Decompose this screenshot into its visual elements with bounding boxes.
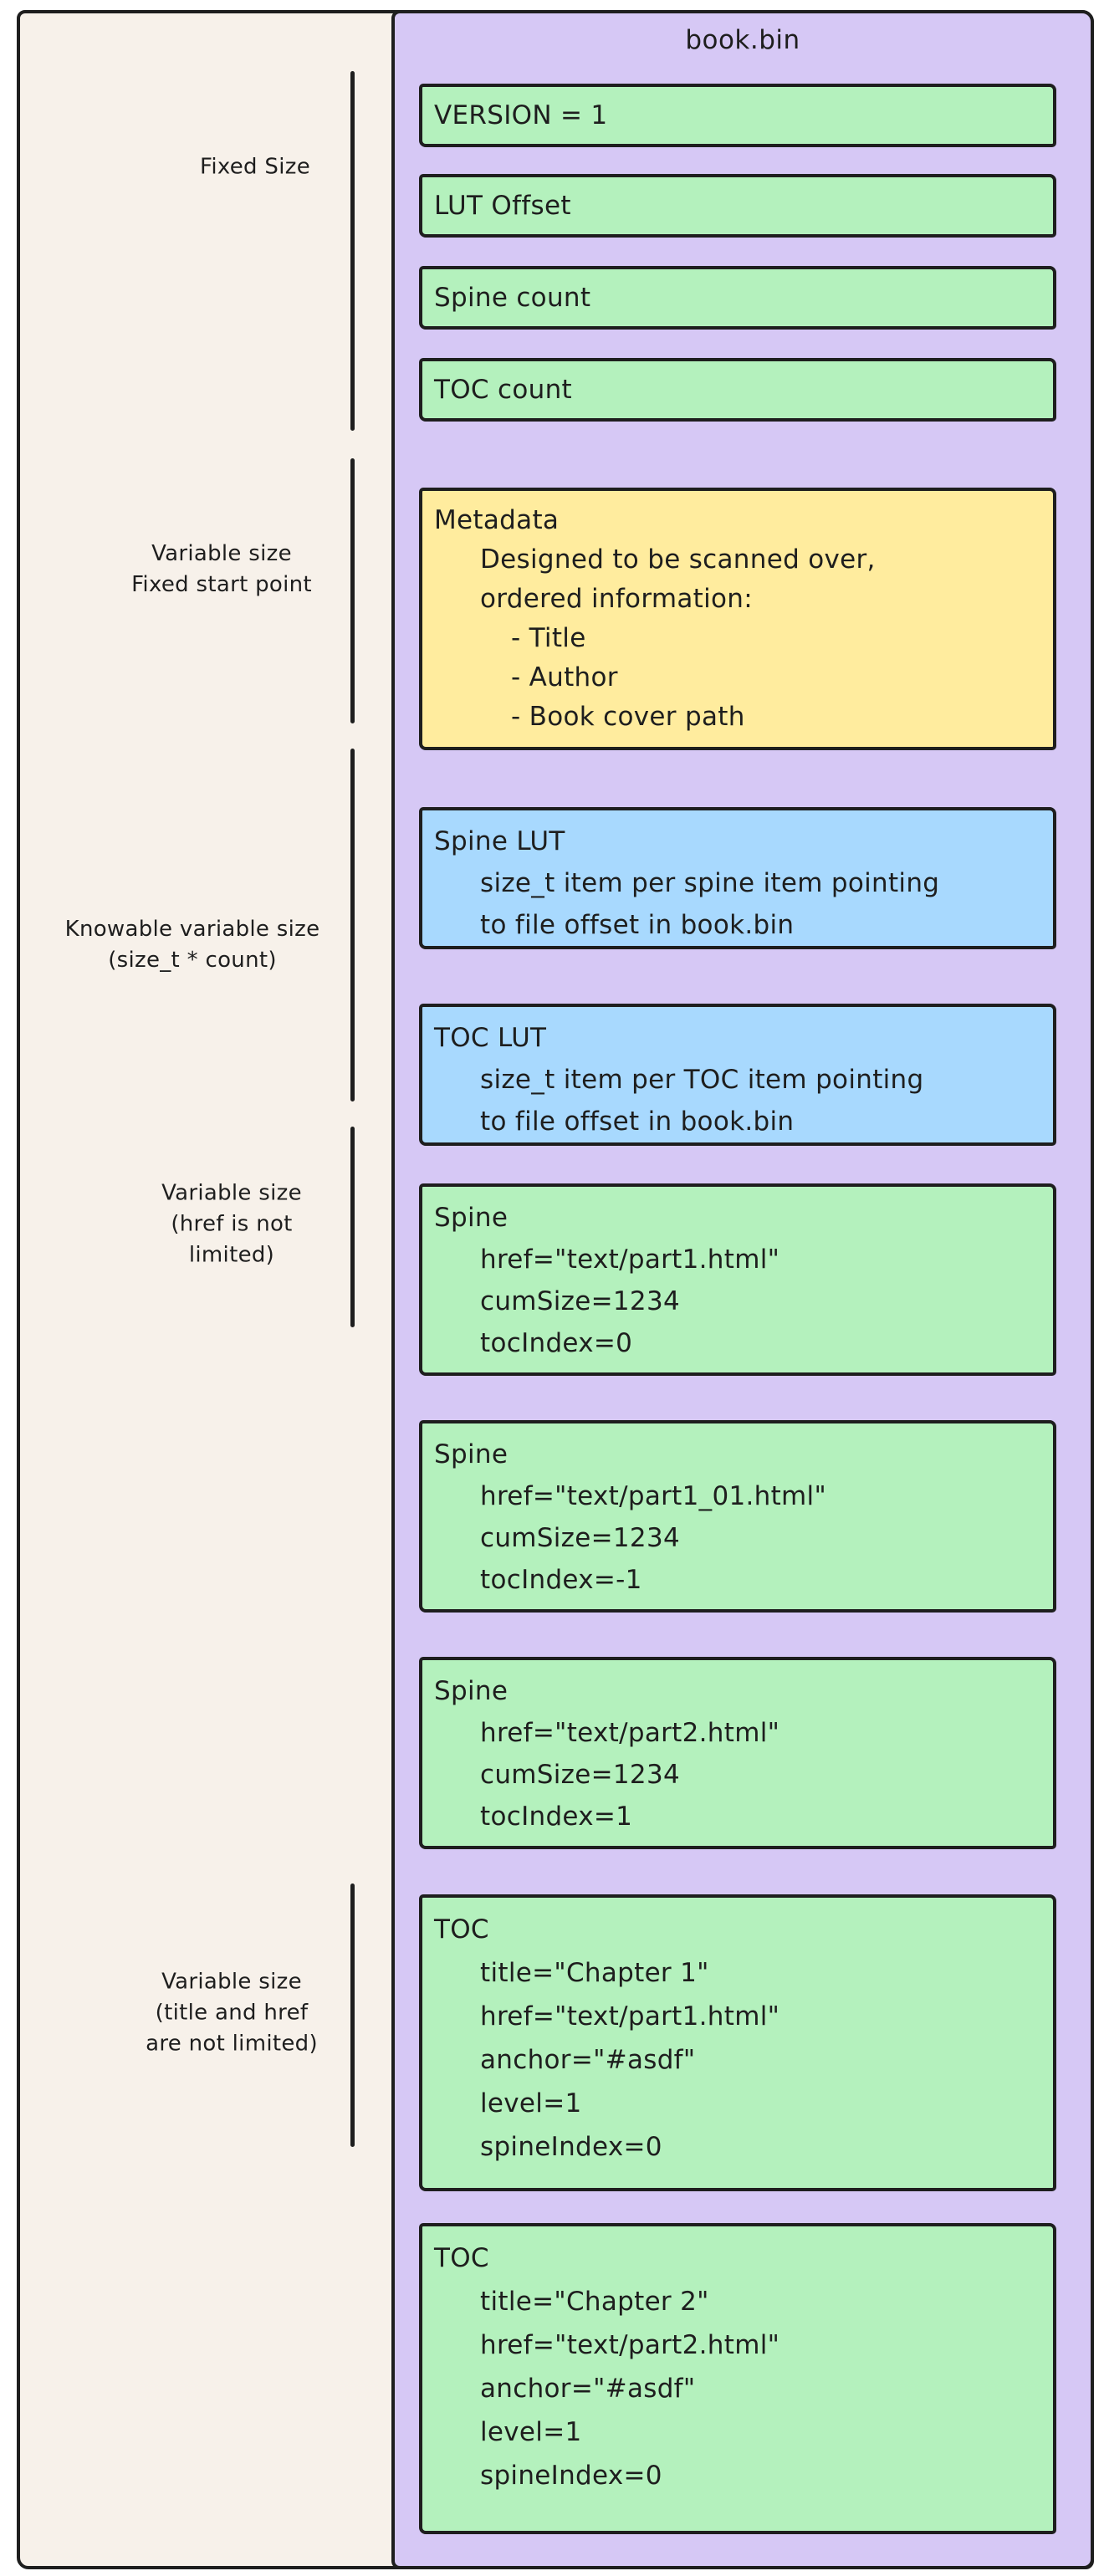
bracket-line-2 (350, 749, 355, 1101)
box-line: size_t item per TOC item pointing (480, 1065, 924, 1095)
box-line: size_t item per spine item pointing (480, 868, 940, 898)
box-line: Designed to be scanned over, (480, 544, 876, 575)
section-label-line: Knowable variable size (64, 917, 320, 942)
box-toc: TOC title="Chapter 1" href="text/part1.htm… (419, 1894, 1056, 2191)
box-line: Metadata (434, 505, 560, 535)
box-lut-offset: LUT Offset (419, 174, 1056, 238)
box-line: VERSION = 1 (434, 100, 608, 130)
container-title: book.bin (685, 25, 800, 55)
box-line: TOC (434, 1914, 489, 1945)
box-line: Spine count (434, 282, 591, 313)
box-line: - Title (511, 623, 586, 653)
box-line: TOC LUT (434, 1023, 547, 1053)
box-line: anchor="#asdf" (480, 2374, 696, 2404)
box-line: TOC (434, 2243, 489, 2273)
box-line: href="text/part1.html" (480, 2001, 780, 2032)
box-line: level=1 (480, 2417, 582, 2447)
box-line: cumSize=1234 (480, 1760, 680, 1790)
section-label-line: Fixed Size (199, 154, 310, 180)
section-label-line: Variable size (151, 541, 292, 566)
box-line: href="text/part2.html" (480, 2330, 780, 2360)
box-line: href="text/part1_01.html" (480, 1481, 827, 1511)
box-line: href="text/part2.html" (480, 1718, 780, 1748)
box-spine-lut: Spine LUT size_t item per spine item poin… (419, 807, 1056, 949)
box-line: LUT Offset (434, 190, 571, 221)
box-line: cumSize=1234 (480, 1523, 680, 1553)
section-label-0-fixed-size: Fixed Size (63, 152, 447, 183)
box-line: to file offset in book.bin (480, 910, 795, 940)
section-label-4-variable-size: Variable size (title and href are not limi… (39, 1967, 424, 2060)
section-label-line: limited) (188, 1242, 275, 1268)
box-line: tocIndex=-1 (480, 1565, 642, 1595)
box-line: tocIndex=1 (480, 1802, 633, 1832)
box-line: - Author (511, 662, 618, 693)
box-line: tocIndex=0 (480, 1328, 633, 1358)
bracket-line-0 (350, 71, 355, 431)
section-label-3-variable-size: Variable size (href is not limited) (39, 1178, 424, 1271)
box-toc-count: TOC count (419, 358, 1056, 422)
box-line: ordered information: (480, 584, 753, 614)
section-label-line: are not limited) (146, 2031, 318, 2057)
box-line: spineIndex=0 (480, 2132, 662, 2162)
section-label-line: (href is not (171, 1211, 293, 1237)
box-line: TOC count (434, 374, 572, 405)
box-line: Spine LUT (434, 826, 565, 856)
box-spine: Spine href="text/part2.html" cumSize=1234 t… (419, 1657, 1056, 1849)
box-version-1: VERSION = 1 (419, 84, 1056, 147)
box-spine: Spine href="text/part1.html" cumSize=1234 t… (419, 1183, 1056, 1376)
box-line: Spine (434, 1676, 509, 1706)
box-line: - Book cover path (511, 702, 745, 732)
bracket-line-4 (350, 1883, 355, 2147)
box-line: href="text/part1.html" (480, 1245, 780, 1275)
section-label-line: (title and href (155, 2000, 309, 2026)
box-line: title="Chapter 1" (480, 1958, 709, 1988)
box-line: title="Chapter 2" (480, 2287, 709, 2317)
section-label-line: Variable size (161, 1180, 302, 1206)
section-label-line: Variable size (161, 1969, 302, 1995)
section-label-line: (size_t * count) (108, 948, 277, 973)
box-line: to file offset in book.bin (480, 1107, 795, 1137)
box-line: Spine (434, 1203, 509, 1233)
box-toc: TOC title="Chapter 2" href="text/part2.htm… (419, 2223, 1056, 2534)
bracket-line-1 (350, 458, 355, 723)
box-line: Spine (434, 1439, 509, 1469)
bracket-line-3 (350, 1127, 355, 1327)
section-label-2-knowable-variable-size: Knowable variable size (size_t * count) (0, 914, 385, 976)
box-spine: Spine href="text/part1_01.html" cumSize=12… (419, 1420, 1056, 1613)
box-toc-lut: TOC LUT size_t item per TOC item pointing… (419, 1004, 1056, 1146)
section-label-line: Fixed start point (131, 572, 312, 597)
box-line: spineIndex=0 (480, 2461, 662, 2491)
box-spine-count: Spine count (419, 266, 1056, 330)
box-line: cumSize=1234 (480, 1286, 680, 1316)
box-line: level=1 (480, 2088, 582, 2119)
box-line: anchor="#asdf" (480, 2045, 696, 2075)
